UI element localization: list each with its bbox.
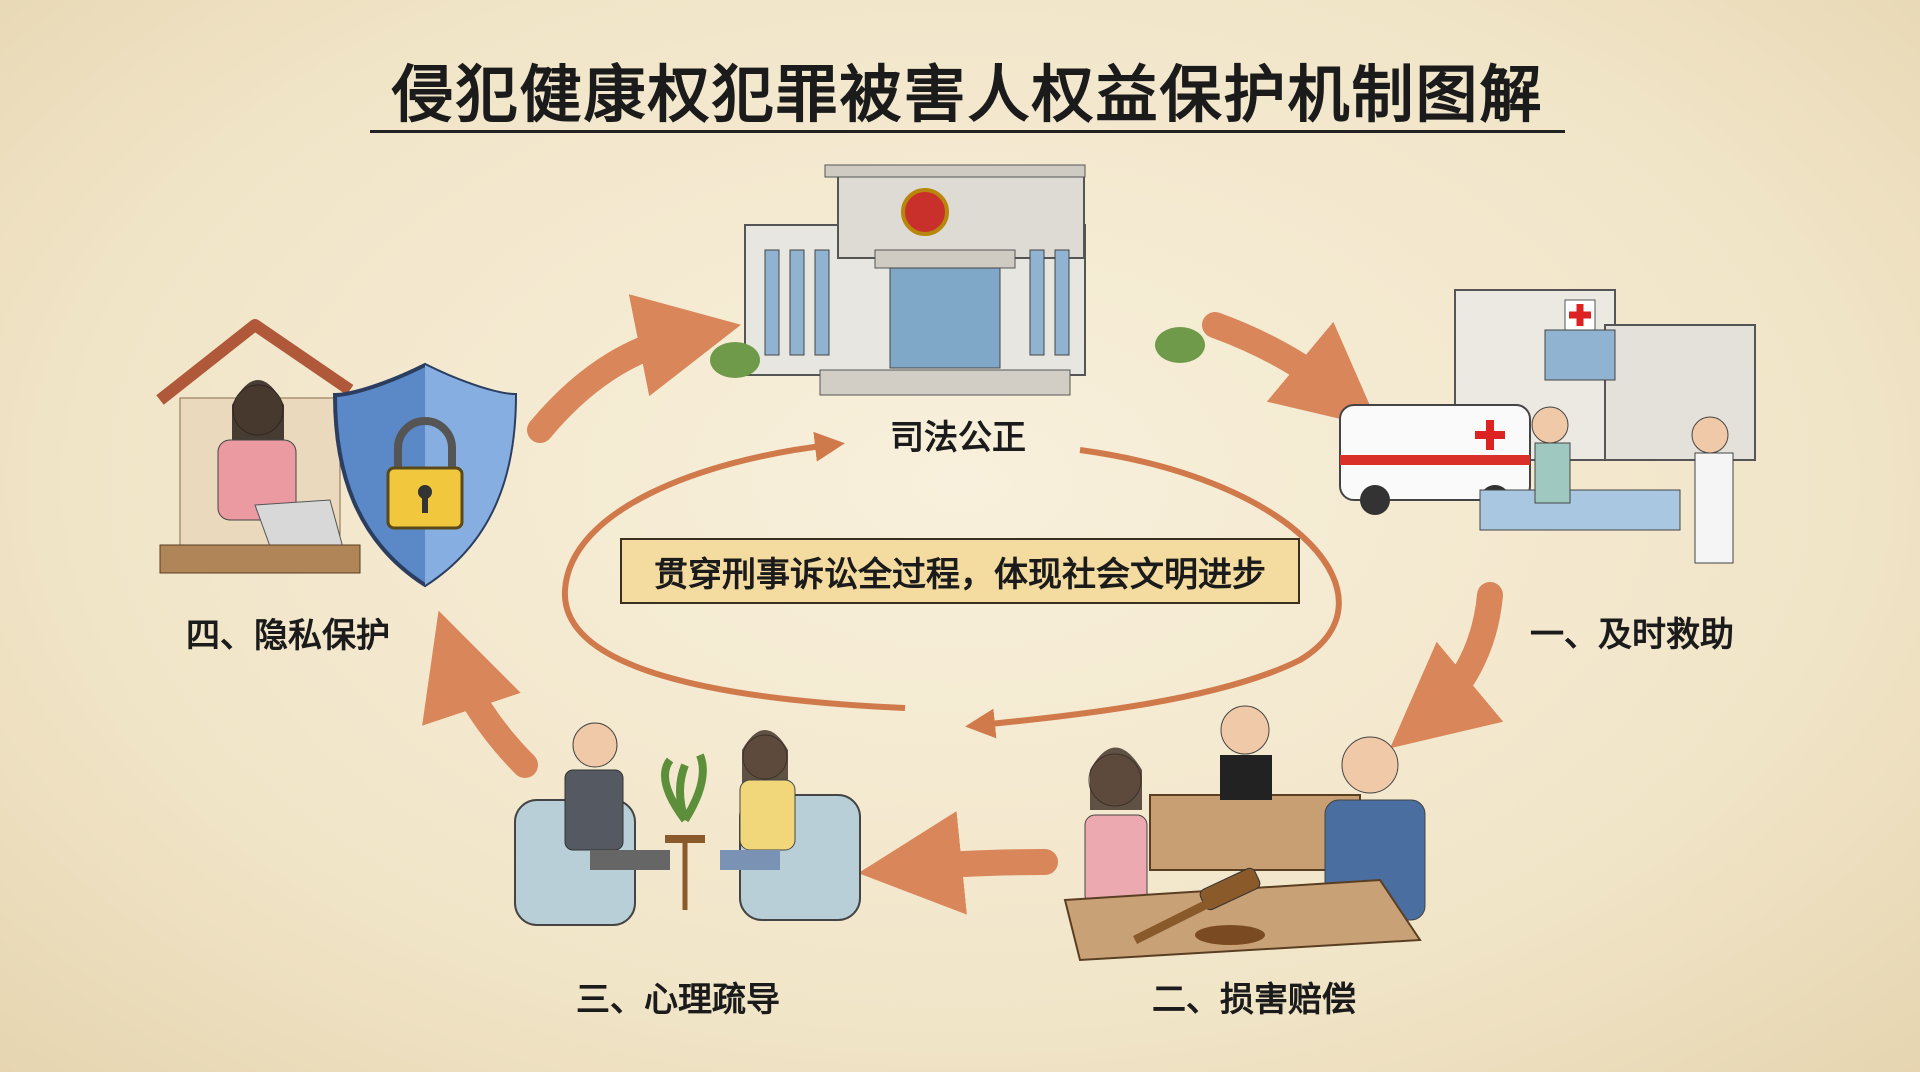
plant-icon [661, 753, 707, 823]
arrow-compensation-to-counseling [858, 811, 1058, 915]
shield-lock-icon [332, 362, 518, 588]
privacy-illustration [156, 319, 518, 588]
step-label-compensation: 二、损害赔偿 [1152, 980, 1356, 1020]
arrow-privacy-to-justice [527, 294, 741, 443]
ambulance [1339, 404, 1531, 501]
step-label-privacy: 四、隐私保护 [186, 616, 390, 656]
national-emblem-icon [901, 188, 949, 236]
center-caption-text: 贯穿刑事诉讼全过程，体现社会文明进步 [654, 554, 1266, 595]
red-cross-icon [1569, 304, 1591, 326]
arrow-counseling-to-privacy [422, 610, 538, 778]
arrow-justice-to-rescue [1202, 312, 1380, 429]
step-label-counseling: 三、心理疏导 [576, 980, 780, 1020]
gavel-icon [1132, 867, 1265, 945]
center-caption-box: 贯穿刑事诉讼全过程，体现社会文明进步 [620, 538, 1300, 604]
counseling-illustration [514, 722, 861, 926]
central-cycle-loop [561, 431, 1342, 739]
courthouse-illustration [710, 164, 1205, 396]
step-label-rescue: 一、及时救助 [1530, 615, 1734, 655]
center-label-justice: 司法公正 [890, 418, 1026, 458]
house-roof [156, 319, 354, 405]
page-title: 侵犯健康权犯罪被害人权益保护机制图解 [391, 58, 1544, 131]
arrow-rescue-to-compensation [1390, 582, 1504, 749]
courtroom-compensation-illustration [1063, 705, 1426, 962]
flow-arrows [422, 294, 1504, 915]
hospital-rescue-illustration [1339, 289, 1756, 564]
hospital-bed [1479, 489, 1681, 531]
title-underline [370, 130, 1565, 133]
